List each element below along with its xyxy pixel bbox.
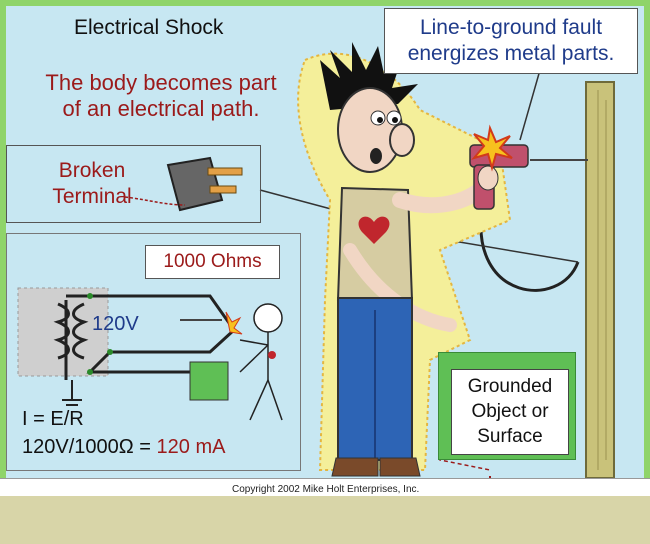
fault-callout-text: Line-to-ground fault energizes metal par… [407,16,615,65]
plug-icon [166,156,243,212]
formula-line-1: I = E/R [22,408,84,430]
broken-terminal-callout: Broken Terminal [6,145,261,223]
formula-result: 120 mA [156,436,226,458]
circuit-diagram [17,287,283,421]
formula-line-2-prefix: 120V/1000Ω = [22,436,157,458]
drill-cord [479,209,580,292]
ground [0,496,650,544]
resistance-label: 1000 Ohms [145,245,280,279]
wooden-post [585,81,615,479]
drill-icon [469,144,529,210]
fault-callout: Line-to-ground fault energizes metal par… [384,8,638,74]
grounded-object-label: Grounded Object or Surface [451,369,569,455]
grounded-object: Grounded Object or Surface [438,352,576,460]
circuit-panel [6,233,301,471]
formula-line-2: 120V/1000Ω = 120 mA [22,436,225,459]
diagram-subtitle: The body becomes part of an electrical p… [45,70,277,121]
copyright: Copyright 2002 Mike Holt Enterprises, In… [232,484,420,495]
hair [320,42,418,110]
voltage-label: 120V [92,313,139,335]
diagram-title: Electrical Shock [74,16,224,39]
spark-icon [471,124,513,172]
heart [358,216,390,244]
broken-terminal-text: Broken Terminal [52,159,132,208]
